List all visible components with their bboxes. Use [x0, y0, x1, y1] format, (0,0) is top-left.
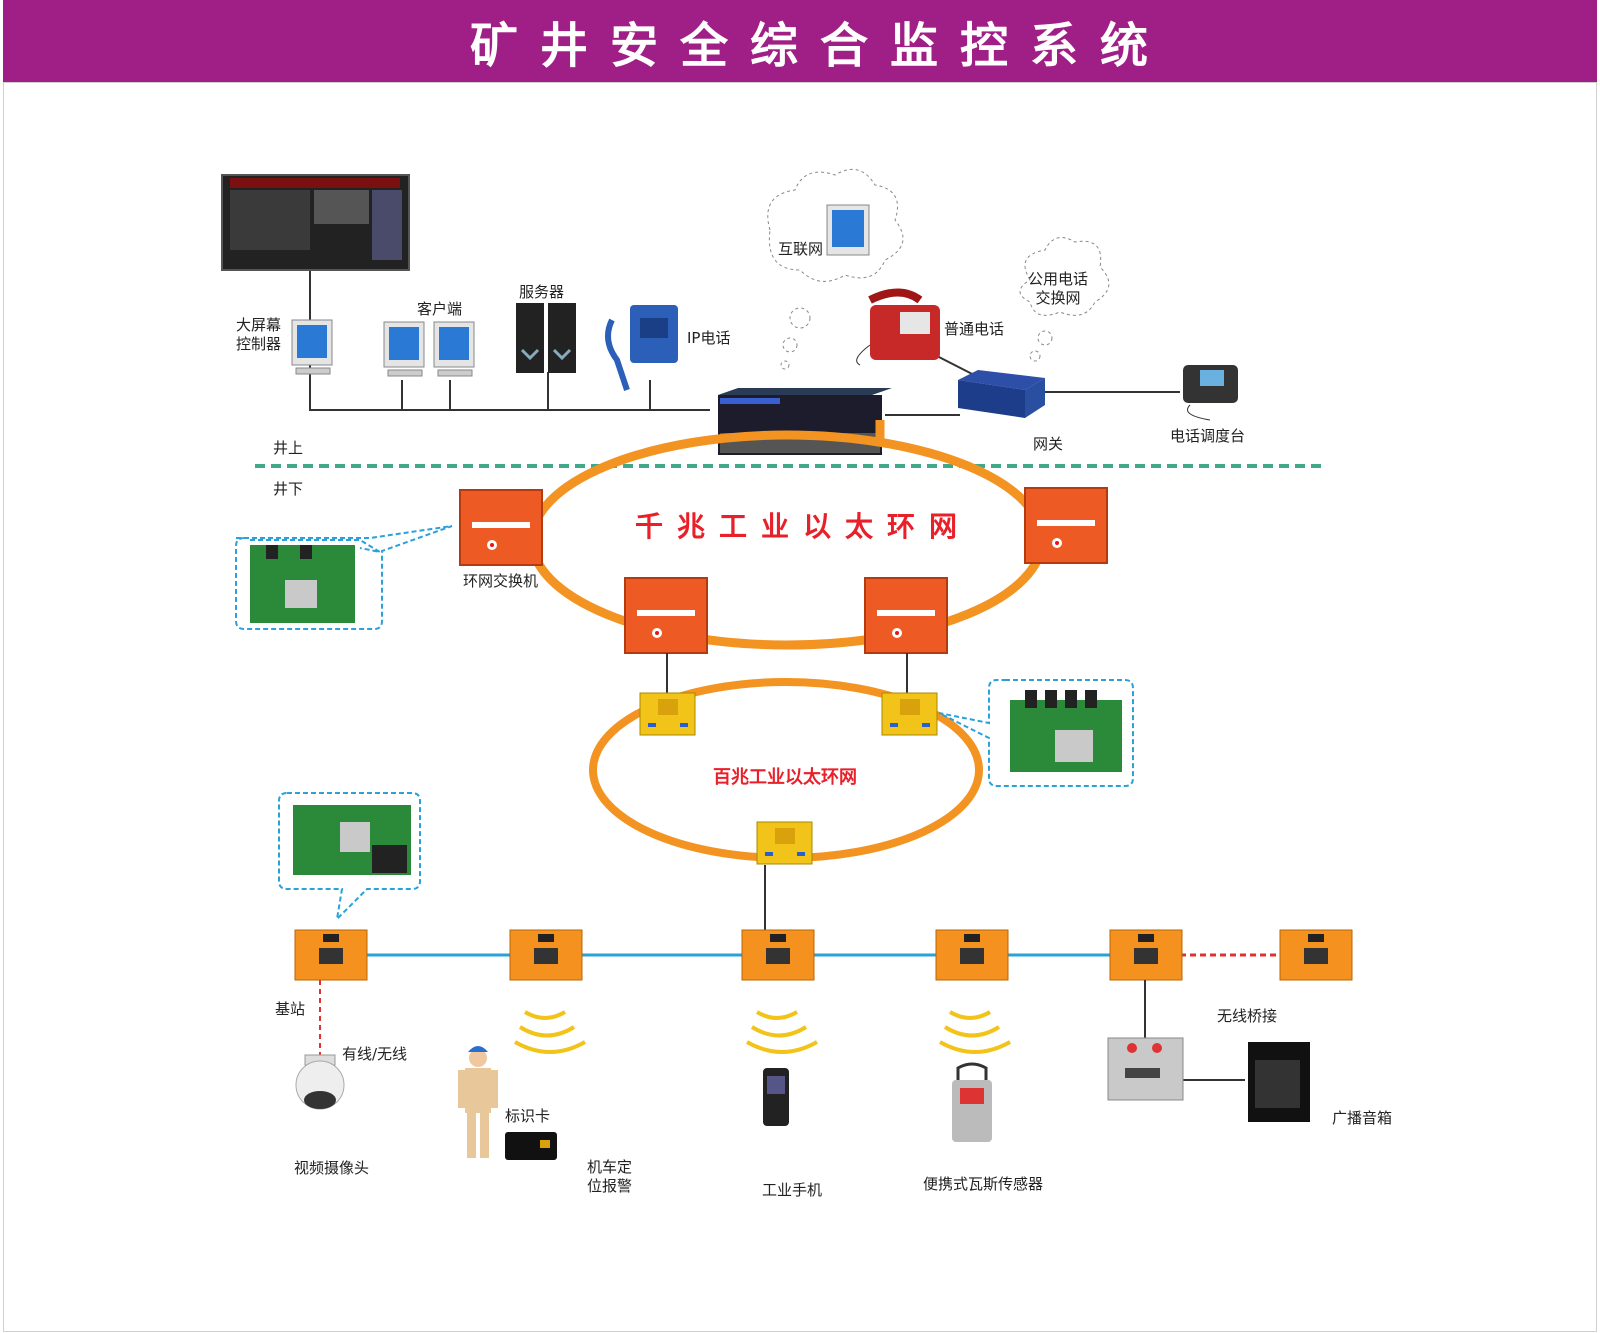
pcb-callout-right: [938, 679, 1134, 787]
gas-sensor-label: 便携式瓦斯传感器: [923, 1175, 1044, 1193]
surface-network-lines: [309, 265, 1180, 416]
wireless-bridge-label: 无线桥接: [1217, 1007, 1278, 1025]
broadcast-speaker-label: 广播音箱: [1332, 1109, 1393, 1127]
industrial-phone-icon: [763, 1068, 789, 1126]
video-camera-icon: [295, 1054, 345, 1110]
server-icons: [516, 303, 576, 373]
wired-wireless-label: 有线/无线: [342, 1045, 408, 1063]
big-screen: [221, 174, 410, 271]
dispatch-console-label: 电话调度台: [1170, 427, 1246, 445]
base-station-devices: [294, 929, 1353, 981]
diagram-frame: [3, 82, 1597, 1332]
ip-phone-icon: [605, 305, 678, 391]
broadcast-speaker-icon: [1248, 1042, 1310, 1122]
underground-label: 井下: [273, 480, 304, 498]
pcb-callout-left: [235, 525, 453, 630]
server-label: 服务器: [519, 283, 565, 301]
id-card-label: 标识卡: [505, 1107, 551, 1125]
vehicle-alarm-label: 机车定 位报警: [587, 1158, 633, 1195]
fast-ring-label: 百兆工业以太环网: [713, 767, 857, 788]
ring-switch-devices: [459, 487, 1108, 654]
ring-switch-bottom-left: [624, 577, 708, 654]
internet-label: 互联网: [778, 240, 824, 258]
video-camera-label: 视频摄像头: [294, 1159, 370, 1177]
monitor-icons: [291, 319, 475, 377]
client-label: 客户端: [417, 300, 463, 318]
pcb-callout-base: [278, 792, 421, 922]
id-card-icon: [505, 1132, 557, 1160]
title-bar: 矿井安全综合监控系统: [3, 0, 1597, 82]
big-screen-controller-label: 大屏幕 控制器: [236, 316, 282, 353]
broadcast-control-box: [1107, 1037, 1184, 1101]
core-switch: [718, 388, 892, 455]
page-title: 矿井安全综合监控系统: [469, 18, 1170, 74]
pstn-cloud: [1019, 237, 1110, 362]
gateway-label: 网关: [1033, 435, 1064, 453]
industrial-phone-label: 工业手机: [762, 1181, 823, 1199]
gateway-device: [958, 370, 1045, 418]
pstn-label: 公用电话 交换网: [1028, 270, 1089, 307]
ip-phone-label: IP电话: [687, 329, 731, 347]
worker-figure: [458, 1046, 498, 1158]
gigabit-ring-label: 千兆工业以太环网: [635, 510, 972, 543]
normal-phone-label: 普通电话: [944, 320, 1005, 338]
ring-switch-left: [459, 489, 543, 566]
ring-switch-label: 环网交换机: [463, 572, 539, 590]
ring-switch-right: [1024, 487, 1108, 564]
internet-monitor-icon: [826, 204, 870, 256]
normal-phone-icon: [856, 288, 940, 366]
gas-sensor-icon: [952, 1062, 992, 1142]
ring-switch-bottom-right: [864, 577, 948, 654]
dispatch-console-icon: [1183, 365, 1238, 421]
above-ground-label: 井上: [273, 439, 304, 457]
wireless-signal-icons: [514, 1010, 1011, 1054]
fast-ring-switches: [639, 692, 938, 865]
base-station-label: 基站: [275, 1000, 306, 1018]
